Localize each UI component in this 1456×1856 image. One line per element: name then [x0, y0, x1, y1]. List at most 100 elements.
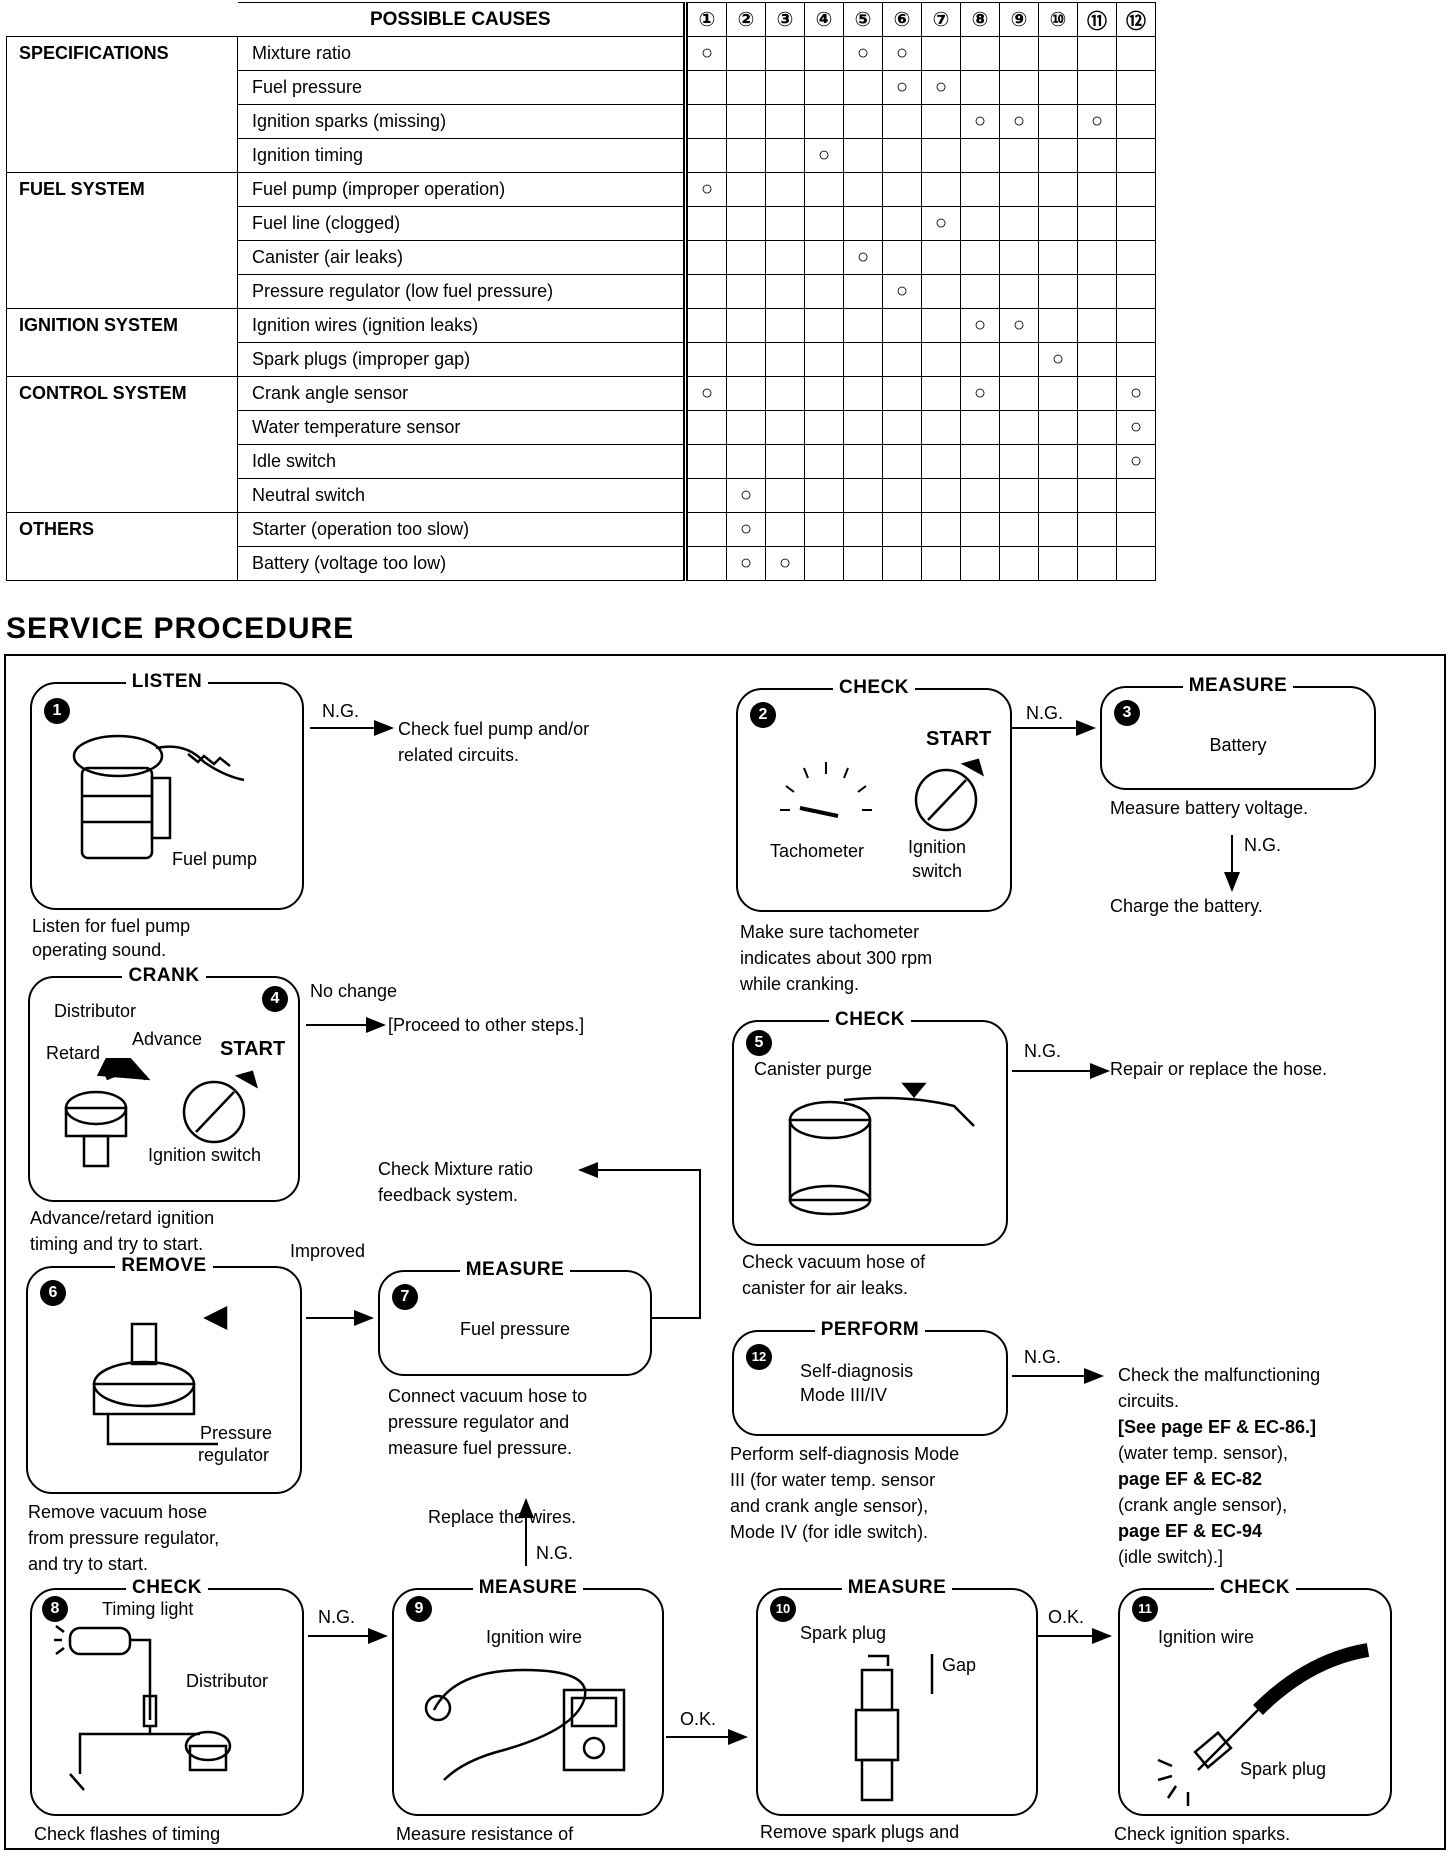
- cause-mark: ○: [856, 42, 870, 64]
- cause-cell: ○: [843, 240, 883, 275]
- cause-cell: ○: [726, 546, 766, 581]
- cause-cell: [804, 512, 844, 547]
- cause-mark: ○: [934, 212, 948, 234]
- step4-nochange-label: No change: [310, 981, 398, 1001]
- step12-result-line5: page EF & EC-82: [1118, 1469, 1263, 1489]
- cause-mark: ○: [895, 42, 909, 64]
- step7-result-line2: feedback system.: [378, 1185, 519, 1205]
- step11-box: CHECK 11 Ignition wire Spark plug: [1118, 1577, 1392, 1816]
- step5-result: Repair or replace the hose.: [1110, 1059, 1328, 1079]
- step12-result-line3: [See page EF & EC-86.]: [1118, 1417, 1317, 1437]
- step5-title: CHECK: [828, 1009, 912, 1030]
- step1-ng-label: N.G.: [322, 701, 360, 721]
- cause-cell: ○: [683, 172, 727, 207]
- step11-number-badge: 11: [1132, 1596, 1158, 1622]
- cause-item: Battery (voltage too low): [237, 546, 686, 581]
- step10-box: MEASURE 10 Spark plug Gap: [756, 1577, 1038, 1816]
- cause-cell: [882, 376, 922, 411]
- service-procedure-title: SERVICE PROCEDURE: [6, 612, 355, 645]
- cause-cell: ○: [804, 138, 844, 173]
- table-row: Fuel pressure○○: [7, 70, 1156, 105]
- cause-item: Spark plugs (improper gap): [237, 342, 686, 377]
- cause-cell: [960, 546, 1000, 581]
- step9-result: Replace the wires.: [428, 1507, 577, 1527]
- step11-spark-plug-label: Spark plug: [1240, 1759, 1327, 1779]
- cause-cell: [921, 546, 961, 581]
- cause-category: IGNITION SYSTEM: [6, 308, 238, 377]
- cause-cell: [804, 104, 844, 139]
- cause-cell: [804, 274, 844, 309]
- step6-improved-label: Improved: [290, 1241, 366, 1261]
- step4-distributor-label: Distributor: [54, 1001, 137, 1021]
- step11-ignition-wire-label: Ignition wire: [1158, 1627, 1255, 1647]
- step5-caption-line2: canister for air leaks.: [742, 1278, 909, 1298]
- cause-item: Fuel line (clogged): [237, 206, 686, 241]
- step12-caption-line1: Perform self-diagnosis Mode: [730, 1444, 960, 1464]
- cause-category: SPECIFICATIONS: [6, 36, 238, 173]
- step3-number-badge: 3: [1114, 700, 1140, 726]
- cause-mark: ○: [1129, 450, 1143, 472]
- cause-cell: [999, 240, 1039, 275]
- cause-mark: ○: [1090, 110, 1104, 132]
- cause-cell: [726, 308, 766, 343]
- step5-ng-label: N.G.: [1024, 1041, 1062, 1061]
- step12-title: PERFORM: [814, 1319, 926, 1340]
- table-row: Ignition sparks (missing)○○○: [7, 104, 1156, 139]
- step4-caption-line1: Advance/retard ignition: [30, 1208, 215, 1228]
- step12-result-line1: Check the malfunctioning: [1118, 1365, 1321, 1385]
- step12-caption-line4: Mode IV (for idle switch).: [730, 1522, 929, 1542]
- cause-mark: ○: [973, 314, 987, 336]
- cause-cell: [921, 138, 961, 173]
- step4-caption-line2: timing and try to start.: [30, 1234, 204, 1254]
- cause-cell: [765, 376, 805, 411]
- step9-number-badge: 9: [406, 1596, 432, 1622]
- cause-cell: [804, 376, 844, 411]
- cause-number: ②: [726, 2, 766, 37]
- step8-number-badge: 8: [42, 1596, 68, 1622]
- cause-cell: [765, 104, 805, 139]
- step12-caption-line3: and crank angle sensor),: [730, 1496, 929, 1516]
- cause-mark: ○: [700, 42, 714, 64]
- cause-cell: [726, 138, 766, 173]
- step10-title: MEASURE: [841, 1577, 953, 1598]
- cause-cell: [882, 206, 922, 241]
- cause-cell: [1116, 172, 1156, 207]
- step3-ng-label: N.G.: [1244, 835, 1282, 855]
- cause-mark: ○: [817, 144, 831, 166]
- cause-cell: [999, 410, 1039, 445]
- cause-cell: ○: [960, 308, 1000, 343]
- cause-number: ⑥: [882, 2, 922, 37]
- cause-cell: [882, 104, 922, 139]
- step12-result-line8: (idle switch).]: [1118, 1547, 1224, 1567]
- step9-ng-label: N.G.: [536, 1543, 574, 1563]
- step2-title: CHECK: [832, 677, 916, 698]
- step1-title: LISTEN: [125, 671, 209, 692]
- cause-category: FUEL SYSTEM: [6, 172, 238, 309]
- cause-mark: ○: [1051, 348, 1065, 370]
- step2-ignition-label-line2: switch: [912, 861, 963, 881]
- step8-timing-light-label: Timing light: [102, 1599, 194, 1619]
- cause-cell: [999, 546, 1039, 581]
- cause-cell: [1038, 172, 1078, 207]
- step1-result-line1: Check fuel pump and/or: [398, 719, 590, 739]
- step6-title: REMOVE: [115, 1255, 213, 1276]
- step8-box: CHECK 8 Timing light Distributor: [30, 1577, 304, 1816]
- step5-canister-purge-label: Canister purge: [754, 1059, 873, 1079]
- ignition-switch-icon: [914, 758, 985, 832]
- step7-result-line1: Check Mixture ratio: [378, 1159, 534, 1179]
- step4-advance-label: Advance: [132, 1029, 203, 1049]
- step2-start-label: START: [926, 728, 992, 750]
- step6-caption-line1: Remove vacuum hose: [28, 1502, 208, 1522]
- cause-cell: ○: [683, 36, 727, 71]
- step5-caption-line1: Check vacuum hose of: [742, 1252, 926, 1272]
- step6-number-badge: 6: [40, 1280, 66, 1306]
- cause-cell: [999, 376, 1039, 411]
- cause-category: OTHERS: [6, 512, 238, 581]
- fuel-pump-illustration: [72, 734, 245, 860]
- step1-caption-line2: operating sound.: [32, 940, 167, 960]
- step1-result-line2: related circuits.: [398, 745, 520, 765]
- cause-item: Water temperature sensor: [237, 410, 686, 445]
- table-row: Battery (voltage too low)○○: [7, 546, 1156, 581]
- step11-title: CHECK: [1213, 1577, 1297, 1598]
